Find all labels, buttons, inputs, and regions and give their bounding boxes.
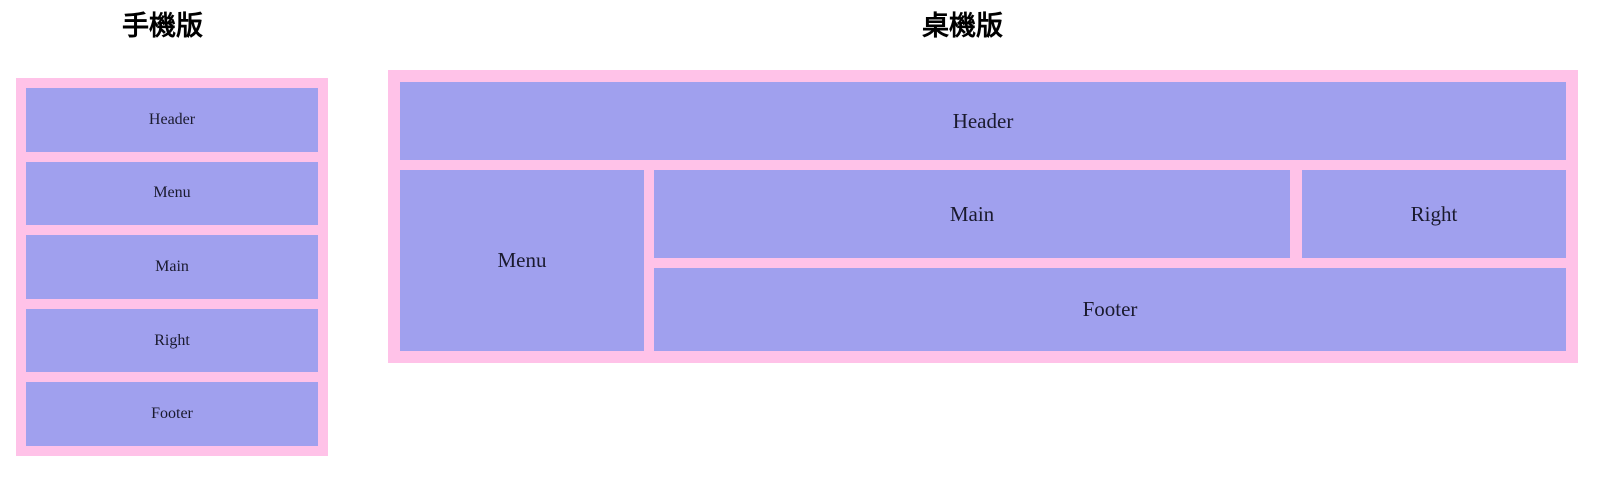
mobile-block-right: Right [26,308,318,373]
desktop-body-row: Menu Main Right Footer [400,170,1566,351]
mobile-block-main: Main [26,235,318,299]
mobile-layout-title: 手機版 [122,11,203,41]
mobile-wireframe-container: Header Menu Main Right Footer [16,78,328,456]
desktop-block-footer: Footer [654,268,1566,351]
desktop-main-right-row: Main Right [654,170,1566,258]
desktop-block-right: Right [1302,170,1566,258]
mobile-block-header: Header [26,88,318,152]
desktop-block-main: Main [654,170,1290,258]
desktop-block-menu: Menu [400,170,644,351]
mobile-block-menu: Menu [26,161,318,226]
mobile-block-footer: Footer [26,382,318,446]
desktop-wireframe-container: Header Menu Main Right Footer [388,70,1578,363]
desktop-content-stack: Main Right Footer [654,170,1566,351]
desktop-block-header: Header [400,82,1566,160]
desktop-layout-title: 桌機版 [922,11,1003,41]
